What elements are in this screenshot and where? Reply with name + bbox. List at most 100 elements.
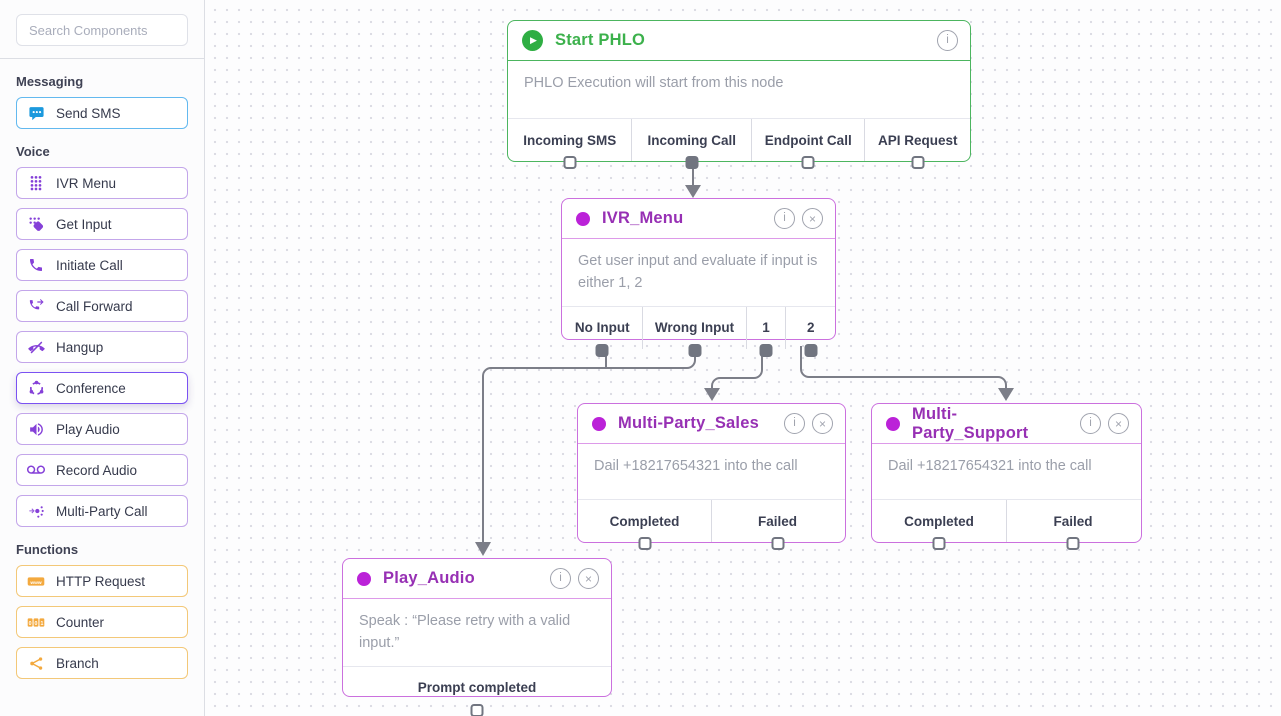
sidebar-item-label: IVR Menu: [56, 175, 117, 191]
port-label: Wrong Input: [654, 320, 735, 336]
sidebar-item-label: Conference: [56, 380, 126, 396]
sidebar-item-label: Record Audio: [56, 462, 138, 478]
section-label-messaging: Messaging: [16, 74, 84, 89]
node-description: Dail +18217654321 into the call: [888, 458, 1092, 474]
node-description: Speak : “Please retry with a valid input…: [359, 613, 571, 652]
port-label: Incoming SMS: [523, 132, 617, 148]
port-handle[interactable]: [563, 156, 577, 169]
port-2: 2: [786, 307, 835, 357]
components-sidebar: Messaging Send SMS Voice IVR Menu Get In…: [0, 0, 205, 716]
port-handle[interactable]: [685, 156, 699, 169]
phlo-canvas[interactable]: ▶ Start PHLO i PHLO Execution will start…: [205, 0, 1281, 716]
close-icon[interactable]: ×: [1108, 413, 1129, 434]
info-icon[interactable]: i: [1080, 413, 1101, 434]
info-icon[interactable]: i: [550, 568, 571, 589]
close-icon[interactable]: ×: [802, 208, 823, 229]
close-icon[interactable]: ×: [812, 413, 833, 434]
sidebar-item-label: Play Audio: [56, 421, 120, 437]
port-handle[interactable]: [1066, 537, 1080, 550]
dialpad-icon: [27, 174, 45, 192]
section-label-voice: Voice: [16, 144, 50, 159]
port-handle[interactable]: [688, 343, 702, 357]
svg-text:0: 0: [29, 620, 32, 626]
sidebar-item-label: Multi-Party Call: [56, 503, 148, 519]
node-title: IVR_Menu: [602, 209, 684, 227]
node-multi-party-support[interactable]: Multi-Party_Support i × Dail +1821765432…: [871, 403, 1142, 550]
sidebar-item-hangup[interactable]: Hangup: [16, 331, 188, 363]
node-play-audio[interactable]: Play_Audio i × Speak : “Please retry wit…: [342, 558, 612, 716]
port-handle[interactable]: [595, 343, 609, 357]
sidebar-item-record-audio[interactable]: Record Audio: [16, 454, 188, 486]
port-handle[interactable]: [801, 156, 815, 169]
port-api-request: API Request: [865, 119, 970, 169]
port-no-input: No Input: [562, 306, 644, 357]
voicemail-icon: [27, 461, 45, 479]
port-incoming-call: Incoming Call: [632, 119, 752, 169]
port-completed: Completed: [872, 500, 1007, 550]
sidebar-item-label: HTTP Request: [56, 573, 146, 589]
port-label: Incoming Call: [647, 132, 736, 148]
port-failed: Failed: [1007, 500, 1139, 550]
node-dot-icon: [886, 416, 900, 431]
port-handle[interactable]: [771, 537, 784, 550]
port-label: Failed: [757, 513, 797, 529]
keypad-hand-icon: [27, 215, 45, 233]
sidebar-item-initiate-call[interactable]: Initiate Call: [16, 249, 188, 281]
port-handle[interactable]: [911, 156, 925, 169]
node-dot-icon: [357, 571, 371, 586]
info-icon[interactable]: i: [784, 413, 805, 434]
sidebar-item-play-audio[interactable]: Play Audio: [16, 413, 188, 445]
port-handle[interactable]: [638, 537, 651, 550]
node-multi-party-sales[interactable]: Multi-Party_Sales i × Dail +18217654321 …: [577, 403, 846, 550]
port-handle[interactable]: [470, 703, 484, 716]
conference-icon: [27, 379, 45, 397]
node-ivr-menu[interactable]: IVR_Menu i × Get user input and evaluate…: [561, 198, 836, 357]
multi-party-icon: [27, 502, 45, 520]
hangup-icon: [27, 338, 45, 356]
divider: [0, 58, 204, 59]
port-label: Completed: [904, 513, 974, 529]
sidebar-item-ivr-menu[interactable]: IVR Menu: [16, 167, 188, 199]
port-label: Prompt completed: [417, 680, 537, 696]
sidebar-item-call-forward[interactable]: Call Forward: [16, 290, 188, 322]
port-label: 1: [762, 320, 770, 336]
port-wrong-input: Wrong Input: [643, 306, 747, 357]
node-description: PHLO Execution will start from this node: [524, 75, 784, 91]
info-icon[interactable]: i: [774, 208, 795, 229]
node-title: Play_Audio: [383, 569, 475, 587]
sidebar-item-label: Initiate Call: [56, 257, 123, 273]
sidebar-item-label: Get Input: [56, 216, 112, 232]
sms-icon: [27, 104, 45, 122]
sidebar-item-conference[interactable]: Conference: [16, 372, 188, 404]
node-start-phlo[interactable]: ▶ Start PHLO i PHLO Execution will start…: [507, 20, 971, 169]
sidebar-item-multi-party-call[interactable]: Multi-Party Call: [16, 495, 188, 527]
section-label-functions: Functions: [16, 542, 79, 557]
port-label: 2: [806, 320, 815, 336]
port-label: Completed: [609, 513, 680, 529]
sidebar-item-branch[interactable]: Branch: [16, 647, 188, 679]
branch-icon: [27, 654, 45, 672]
svg-text:www: www: [29, 580, 42, 585]
close-icon[interactable]: ×: [578, 568, 599, 589]
search-input[interactable]: [16, 14, 188, 46]
speaker-icon: [27, 420, 45, 438]
node-dot-icon: [592, 416, 606, 431]
port-handle[interactable]: [804, 343, 818, 357]
sidebar-item-get-input[interactable]: Get Input: [16, 208, 188, 240]
play-icon: ▶: [522, 30, 543, 51]
port-label: No Input: [574, 320, 630, 336]
port-failed: Failed: [712, 500, 843, 550]
sidebar-item-label: Send SMS: [56, 105, 121, 121]
svg-text:1: 1: [40, 620, 43, 626]
sidebar-item-http-request[interactable]: www HTTP Request: [16, 565, 188, 597]
node-dot-icon: [576, 211, 590, 226]
port-prompt-completed: Prompt completed: [343, 667, 611, 716]
port-handle[interactable]: [759, 343, 773, 357]
port-label: Endpoint Call: [764, 132, 852, 148]
port-completed: Completed: [578, 500, 712, 550]
sidebar-item-send-sms[interactable]: Send SMS: [16, 97, 188, 129]
port-handle[interactable]: [932, 537, 946, 550]
info-icon[interactable]: i: [937, 30, 958, 51]
